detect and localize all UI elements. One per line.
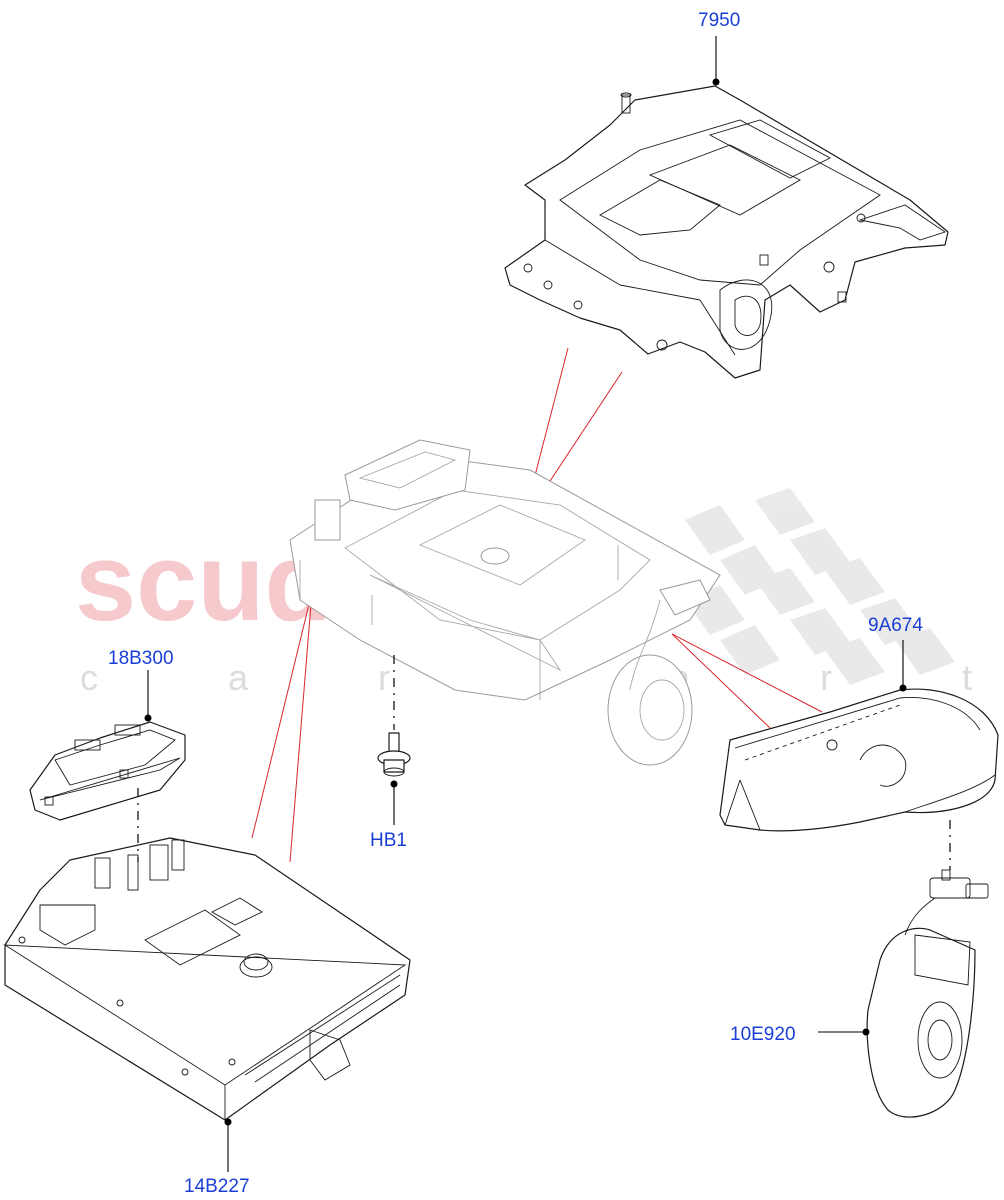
callout-14B227: 14B227 [184,1176,250,1197]
callout-9A674: 9A674 [868,615,923,636]
module-14B227 [3,837,411,1121]
watermark-checker-flag [685,488,955,685]
reference-lines [251,347,823,863]
callout-7950: 7950 [698,10,740,31]
callout-18B300: 18B300 [108,648,174,669]
bracket-7950 [504,85,949,379]
duct-9A674 [719,688,999,832]
blower-10E920 [866,869,989,1118]
callout-HB1: HB1 [370,830,407,851]
bolt-HB1 [377,732,411,777]
assembled-view [289,439,721,766]
module-18B300 [29,721,186,821]
leader-lines [137,36,951,1172]
callout-labels: 7950 9A674 18B300 HB1 10E920 14B227 [108,10,923,1197]
callout-10E920: 10E920 [730,1024,796,1045]
